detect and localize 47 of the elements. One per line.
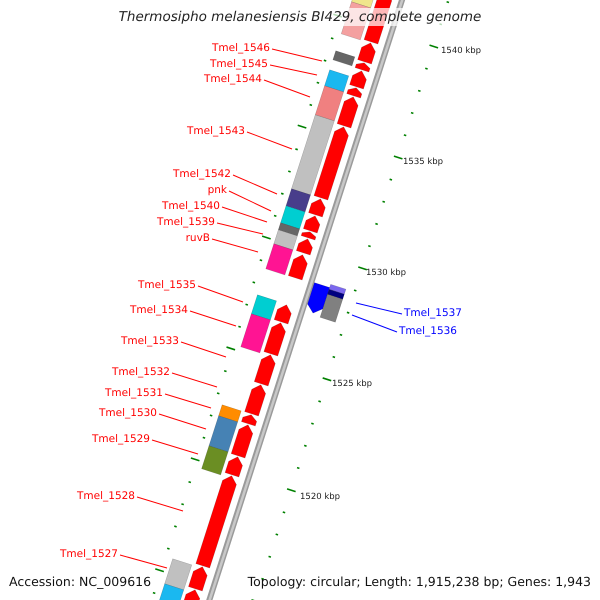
footer-text: Topology: circular; Length: 1,915,238 bp; Genes: 1,943 (248, 574, 591, 589)
leader-line (172, 372, 218, 388)
footer-text: Accession: NC_009616 (9, 574, 152, 589)
gene-label: Tmel_1532 (112, 365, 170, 379)
leader-line (180, 342, 226, 358)
leader-line (212, 238, 258, 252)
gene-label: Tmel_1542 (173, 167, 231, 181)
gene-label: Tmel_1535 (138, 278, 196, 292)
scale-label: 1535 kbp (403, 156, 444, 168)
leader-line (356, 302, 402, 314)
gene-label: Tmel_1528 (77, 489, 135, 503)
gene-label: ruvB (186, 231, 210, 245)
leader-line (246, 132, 292, 150)
gene-label: Tmel_1545 (210, 57, 268, 71)
gene-label: Tmel_1537 (404, 306, 462, 320)
gene-label: Tmel_1536 (399, 324, 457, 338)
leader-line (232, 174, 278, 194)
gene-label: Tmel_1531 (105, 386, 163, 400)
leader-line (216, 222, 264, 234)
leader-line (120, 554, 168, 568)
gene-label: Tmel_1540 (162, 199, 220, 213)
gene-label: pnk (208, 183, 227, 197)
leader-line (222, 206, 268, 222)
gene-label: Tmel_1527 (60, 547, 118, 561)
leader-line (270, 64, 318, 76)
leader-line (228, 190, 272, 212)
gene-label: Tmel_1530 (99, 406, 157, 420)
gene-label: Tmel_1539 (157, 215, 215, 229)
scale-label: 1520 kbp (300, 491, 340, 503)
gene-label: Tmel_1546 (212, 41, 270, 55)
leader-line (264, 80, 310, 98)
leader-line (272, 48, 322, 62)
gene-label: Tmel_1543 (187, 124, 245, 138)
gene-label: Tmel_1544 (204, 72, 262, 86)
leader-line (164, 394, 212, 408)
scale-label: 1530 kbp (366, 267, 406, 279)
gene-label: Tmel_1534 (130, 303, 188, 317)
leader-line (198, 286, 244, 302)
leader-line (136, 496, 184, 512)
leader-line (190, 310, 236, 326)
gene-label: Tmel_1529 (92, 432, 150, 446)
scale-label: 1540 kbp (441, 45, 482, 57)
scale-label: 1525 kbp (332, 378, 372, 390)
leader-line (158, 414, 206, 430)
gene-label: Tmel_1533 (121, 334, 179, 348)
leader-line (352, 314, 398, 332)
leader-line (152, 440, 198, 454)
